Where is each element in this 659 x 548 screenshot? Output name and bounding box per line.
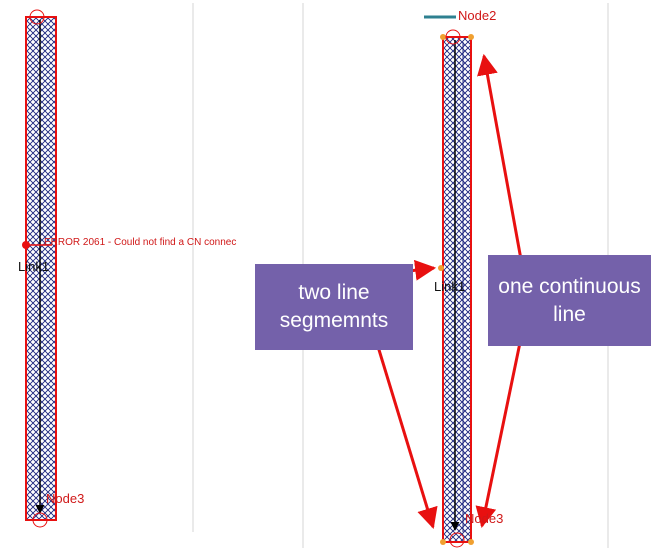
arrow-to-bottom-right	[475, 332, 524, 529]
right-link-label: Link1	[434, 279, 466, 294]
right-pipe-feature[interactable]	[424, 15, 474, 548]
right-vertex-top-left[interactable]	[440, 34, 446, 40]
right-bottom-node-marker[interactable]	[449, 532, 465, 548]
left-bottom-node-marker[interactable]	[32, 512, 48, 528]
right-vertex-mid[interactable]	[438, 265, 444, 271]
left-top-node-marker[interactable]	[29, 9, 45, 25]
right-vertex-bottom-left[interactable]	[440, 539, 446, 545]
right-vertex-top-right[interactable]	[468, 34, 474, 40]
arrow-to-top-right	[477, 53, 524, 266]
callout-two-line-segments: two line segmemnts	[255, 264, 413, 350]
left-pipe-body[interactable]	[25, 16, 57, 521]
arrow-to-bottom-left	[374, 339, 438, 530]
left-error-vertex[interactable]	[22, 241, 30, 249]
right-vertex-bottom-right[interactable]	[468, 539, 474, 545]
right-node3-label: Node3	[465, 511, 504, 526]
left-link-label: Link1	[18, 259, 50, 274]
right-pipe-body[interactable]	[442, 36, 472, 543]
left-node3-label: Node3	[46, 491, 85, 506]
right-node2-label: Node2	[458, 8, 497, 23]
left-pipe-feature[interactable]	[22, 9, 57, 528]
right-top-node-marker[interactable]	[445, 29, 461, 45]
callout-one-continuous-line: one continuous line	[488, 255, 651, 346]
error-message-label: ERROR 2061 - Could not find a CN connec	[44, 237, 237, 248]
